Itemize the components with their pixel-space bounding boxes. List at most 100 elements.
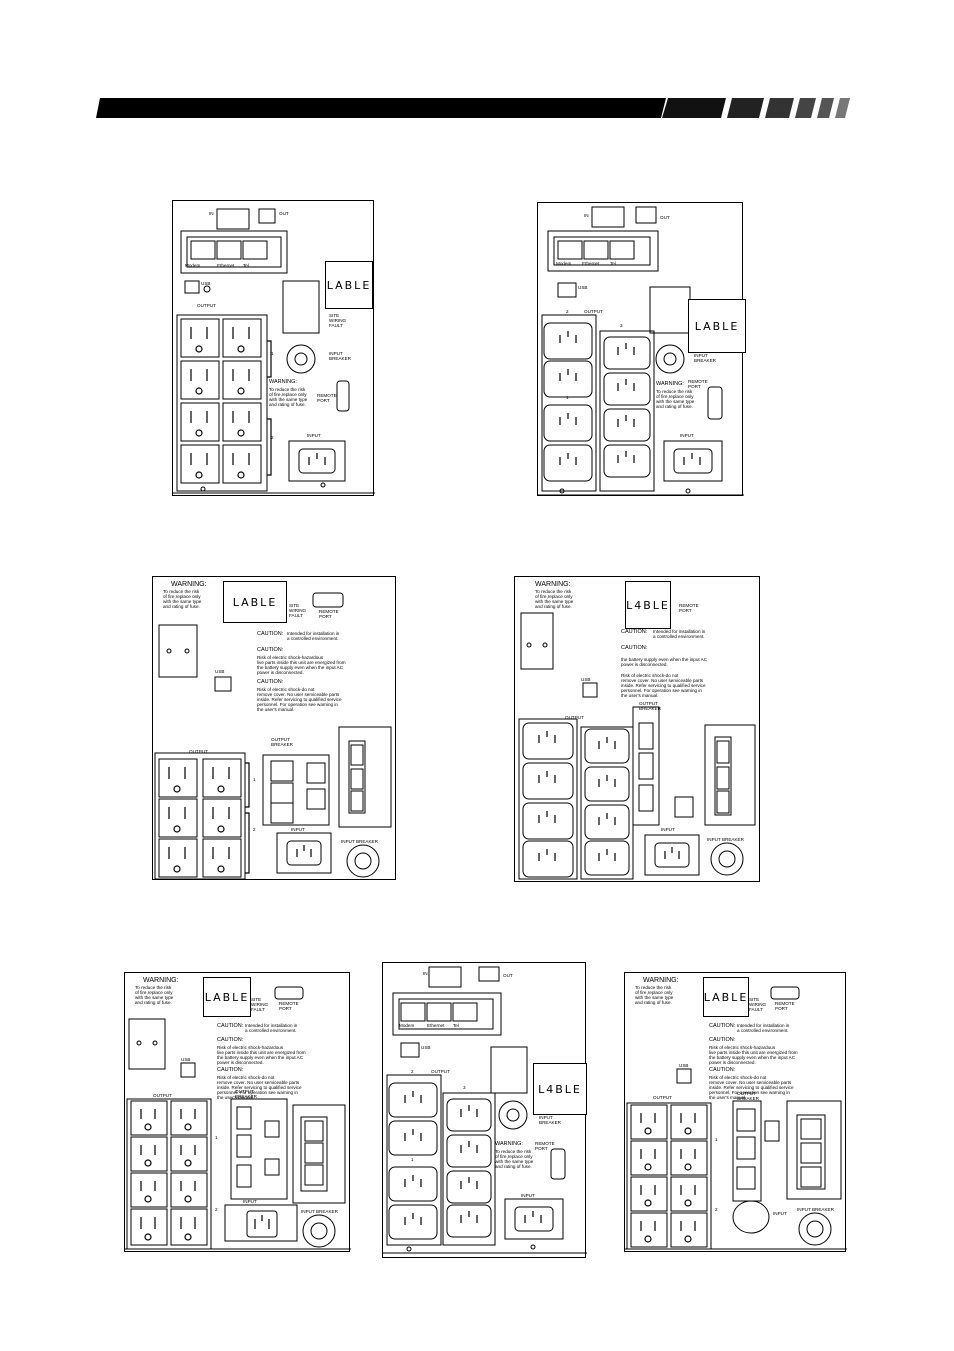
remote-port-label: REMOTE PORT (679, 603, 699, 613)
input-breaker-label: INPUT BREAKER (301, 1209, 338, 1214)
out-label: OUT (660, 215, 670, 220)
warning-title: WARNING: (171, 581, 207, 588)
caution-title-2: CAUTION: (217, 1037, 244, 1043)
header-bar (96, 98, 850, 118)
caution-text-3: Risk of electric shock-do not remove cov… (217, 1075, 302, 1100)
usb-label: USB (578, 285, 588, 290)
caution-text-2: Risk of electric shock-hazardous live pa… (257, 655, 346, 675)
warning-text: To reduce the risk of fire,replace only … (635, 985, 674, 1005)
caution-title-2: CAUTION: (709, 1037, 736, 1043)
site-wiring-fault-label: SITE WIRING FAULT (289, 603, 307, 618)
input-label: INPUT (307, 433, 321, 438)
remote-port-label: REMOTE PORT (535, 1141, 555, 1151)
site-wiring-fault-label: SITE WIRING FAULT (329, 313, 347, 328)
tel-label: Tel (453, 1023, 459, 1028)
warning-title: WARNING: (656, 381, 684, 387)
usb-label: USB (201, 281, 211, 286)
output-label: OUTPUT (197, 303, 216, 308)
caution-title-3: CAUTION: (257, 679, 284, 685)
input-label: INPUT (521, 1193, 535, 1198)
warning-title: WARNING: (495, 1141, 523, 1147)
caution-title-3: CAUTION: (709, 1067, 736, 1073)
input-breaker-label: INPUT BREAKER (539, 1115, 561, 1125)
outlet-group-3: 3 (463, 1085, 466, 1090)
output-breaker-label: OUTPUT BREAKER (737, 1091, 759, 1101)
caution-title-1: CAUTION: (709, 1023, 736, 1029)
panel-a: IN OUT Modem Ethernet Tel USB OUTPUT LAB… (172, 200, 375, 496)
remote-port-label: REMOTE PORT (319, 609, 339, 619)
usb-label: USB (215, 669, 225, 674)
input-breaker-label: INPUT BREAKER (341, 839, 378, 844)
lable-box: L4BLE (533, 1063, 587, 1115)
in-label: IN (209, 211, 214, 216)
modem-label: Modem (399, 1023, 415, 1028)
caution-text-1: Intended for installation in a controlle… (737, 1023, 790, 1033)
input-label: INPUT (680, 433, 694, 438)
output-breaker-label: OUTPUT BREAKER (271, 737, 293, 747)
outlet-group-1: 1 (715, 1137, 718, 1142)
tel-label: Tel (610, 261, 616, 266)
outlet-group-1: 1 (215, 1135, 218, 1140)
outlet-group-2: 2 (271, 435, 274, 440)
output-label: OUTPUT (431, 1069, 450, 1074)
remote-port-label: REMOTE PORT (775, 1001, 795, 1011)
warning-text: To reduce the risk of fire,replace only … (656, 389, 695, 409)
caution-text-1: Intended for installation in a controlle… (287, 631, 340, 641)
outlet-group-2: 2 (566, 309, 569, 314)
panel-b: IN OUT Modem Ethernet Tel USB OUTPUT LAB… (537, 202, 746, 496)
remote-port-label: REMOTE PORT (279, 1001, 299, 1011)
warning-text: To reduce the risk of fire,replace only … (269, 387, 308, 407)
usb-label: USB (679, 1063, 689, 1068)
out-label: OUT (279, 211, 289, 216)
warning-title: WARNING: (269, 379, 297, 385)
output-breaker-label: OUTPUT BREAKER (235, 1089, 257, 1099)
lable-box: LABLE (203, 977, 251, 1017)
modem-label: Modem (185, 263, 201, 268)
input-breaker-label: INPUT BREAKER (329, 351, 351, 361)
warning-title: WARNING: (643, 977, 679, 984)
caution-text-2: Risk of electric shock-hazardous live pa… (709, 1045, 798, 1065)
caution-text-3: Risk of electric shock-do not remove cov… (709, 1075, 794, 1100)
usb-label: USB (581, 677, 591, 682)
output-label: OUTPUT (153, 1093, 172, 1098)
panel-f: IN OUT Modem Ethernet Tel USB OUTPUT L4B… (382, 962, 587, 1258)
input-breaker-label: INPUT BREAKER (707, 837, 744, 842)
lable-box: L4BLE (625, 581, 671, 629)
caution-title-1: CAUTION: (257, 631, 284, 637)
remote-port-label: REMOTE PORT (688, 379, 708, 389)
lable-box: LABLE (325, 261, 373, 309)
input-label: INPUT (291, 827, 305, 832)
input-breaker-label: INPUT BREAKER (797, 1207, 834, 1212)
input-breaker-label: INPUT BREAKER (694, 353, 716, 363)
usb-label: USB (181, 1057, 191, 1062)
caution-text-2: the battery supply even when the input A… (621, 657, 708, 667)
outlet-group-3: 3 (620, 323, 623, 328)
warning-title: WARNING: (143, 977, 179, 984)
outlet-group-1: 1 (271, 351, 274, 356)
input-label: INPUT (243, 1199, 257, 1204)
outlet-group-1: 1 (253, 777, 256, 782)
outlet-group-2: 2 (411, 1069, 414, 1074)
ethernet-label: Ethernet (427, 1023, 445, 1028)
output-label: OUTPUT (189, 749, 208, 754)
ethernet-label: Ethernet (582, 261, 600, 266)
remote-port-label: REMOTE PORT (317, 393, 337, 403)
warning-text: To reduce the risk of fire,replace only … (163, 589, 202, 609)
warning-text: To reduce the risk of fire,replace only … (495, 1149, 534, 1169)
caution-text-3: Risk of electric shock-do not remove cov… (257, 687, 342, 712)
caution-text-3: Risk of electric shock-do not remove cov… (621, 673, 706, 698)
usb-label: USB (421, 1045, 431, 1050)
outlet-group-1: 1 (566, 395, 569, 400)
modem-label: Modem (556, 261, 572, 266)
tel-label: Tel (243, 263, 249, 268)
out-label: OUT (503, 973, 513, 978)
output-label: OUTPUT (565, 715, 584, 720)
outlet-group-2: 2 (715, 1207, 718, 1212)
outlet-group-2: 2 (253, 827, 256, 832)
panel-g: WARNING: To reduce the risk of fire,repl… (624, 972, 847, 1252)
caution-text-1: Intended for installation in a controlle… (245, 1023, 298, 1033)
input-label: INPUT (773, 1211, 787, 1216)
outlet-group-2: 2 (215, 1207, 218, 1212)
output-breaker-label: OUTPUT BREAKER (639, 701, 661, 711)
site-wiring-fault-label: SITE WIRING FAULT (251, 997, 269, 1012)
